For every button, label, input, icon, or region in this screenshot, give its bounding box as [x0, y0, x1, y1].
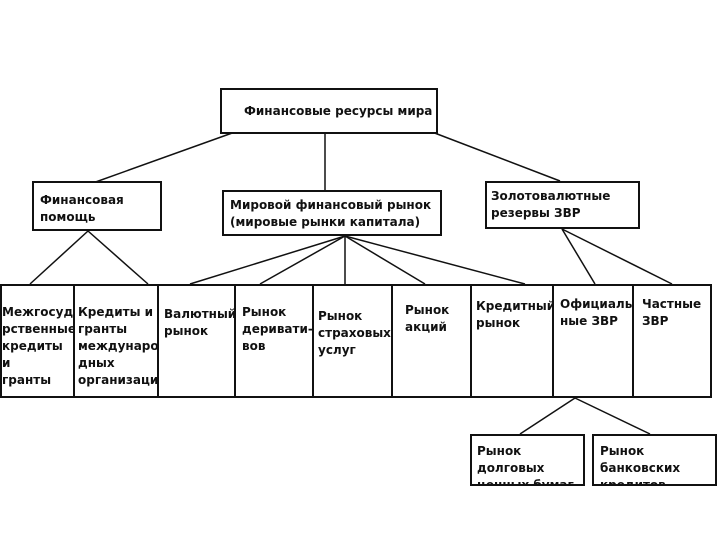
row-divider: [632, 284, 634, 398]
connector-official-debt: [519, 397, 576, 435]
debt-securities-market-box: Рынок долговых ценных бумаг: [470, 434, 585, 486]
private-reserves-cell: Частные ЗВР: [642, 297, 702, 328]
connector-aid-intergov: [29, 230, 89, 285]
intergovernmental-credits-cell: Межгосуда- рственные кредиты и гранты: [2, 305, 73, 387]
connector-root-aid: [89, 131, 236, 185]
derivatives-market-cell: Рынок деривати- вов: [242, 305, 312, 353]
insurance-market-cell: Рынок страховых услуг: [318, 309, 391, 357]
currency-market-cell: Валютный рынок: [164, 307, 234, 338]
connector-market-credit: [344, 235, 526, 285]
row-divider: [73, 284, 75, 398]
connector-reserves-official: [561, 228, 596, 285]
row-divider: [552, 284, 554, 398]
row-divider: [391, 284, 393, 398]
international-org-credits-cell: Кредиты и гранты междунаро- дных организ…: [78, 305, 157, 387]
root-box: Финансовые ресурсы мира: [220, 88, 438, 134]
bank-credit-market-box: Рынок банковских кредитов: [592, 434, 717, 486]
official-reserves-cell: Официаль- ные ЗВР: [560, 297, 632, 328]
connector-reserves-private: [561, 228, 673, 285]
connector-aid-intl: [87, 230, 149, 285]
row-divider: [157, 284, 159, 398]
row-divider: [312, 284, 314, 398]
connector-root-reserves: [431, 131, 561, 182]
financial-aid-box: Финансовая помощь: [32, 181, 162, 231]
row-divider: [470, 284, 472, 398]
credit-market-cell: Кредитный рынок: [476, 299, 552, 330]
connector-market-deriv: [259, 235, 346, 285]
connector-market-fx: [189, 235, 346, 285]
connector-official-bank: [574, 397, 651, 435]
gold-currency-reserves-box: Золотовалютные резервы ЗВР: [485, 181, 640, 229]
connector-market-stocks: [344, 235, 426, 285]
world-financial-market-box: Мировой финансовый рынок (мировые рынки …: [222, 190, 442, 236]
stock-market-cell: Рынок акций: [405, 303, 450, 334]
row-divider: [234, 284, 236, 398]
level2-row: [0, 284, 712, 398]
